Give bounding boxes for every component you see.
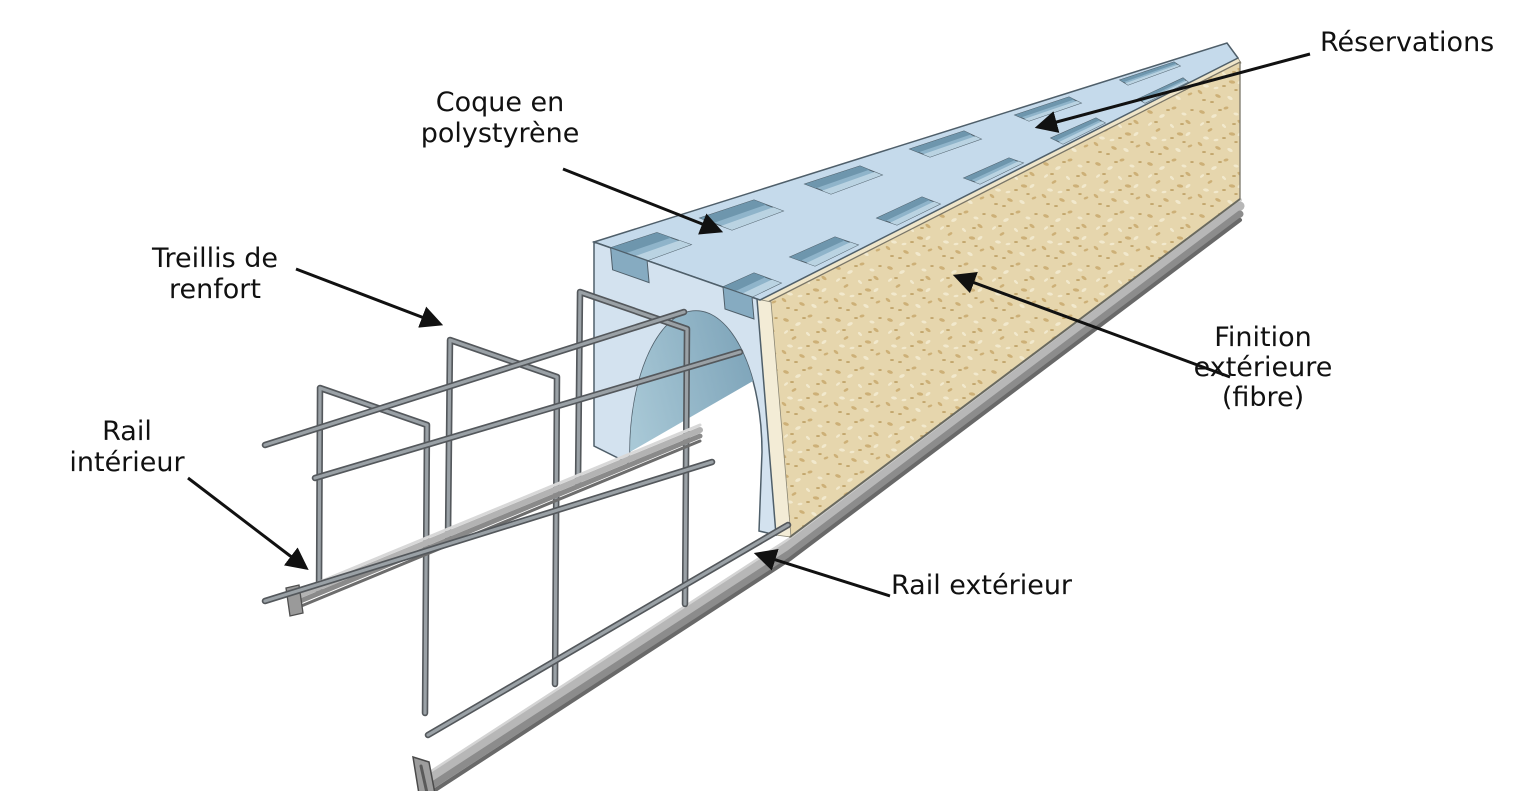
fiber-panel <box>756 57 1242 539</box>
label-treillis-line1: Treillis de <box>151 243 279 274</box>
arch-tunnel-interior <box>630 311 753 452</box>
label-coque-line1: Coque en <box>435 87 565 118</box>
interior-rail <box>285 423 703 617</box>
label-finition-line3: (fibre) <box>1221 382 1305 413</box>
label-rail-exterieur-text: Rail extérieur <box>891 570 1073 601</box>
finition-arrow <box>952 272 1231 379</box>
exterior-rail-end-profile <box>412 755 436 791</box>
label-reservations-text: Réservations <box>1320 27 1495 58</box>
label-finition-line2: extérieure <box>1193 352 1333 383</box>
label-finition-line1: Finition <box>1214 322 1312 353</box>
coque-arrow <box>562 167 724 235</box>
reinforcement-mesh <box>261 288 792 739</box>
label-coque: Coque en polystyrène <box>380 87 620 149</box>
label-rail-interieur-line2: intérieur <box>69 447 185 478</box>
leader-arrows <box>187 52 1311 598</box>
exterior-rail <box>412 198 1245 791</box>
rail-exterieur-arrow <box>753 549 891 598</box>
label-treillis-line2: renfort <box>169 274 261 305</box>
front-notch-right <box>722 286 755 320</box>
label-coque-line2: polystyrène <box>420 118 580 149</box>
front-notch-left <box>610 247 650 284</box>
label-reservations: Réservations <box>1320 27 1494 58</box>
label-treillis: Treillis de renfort <box>105 243 325 305</box>
reservations-arrow <box>1034 52 1311 133</box>
label-rail-exterieur: Rail extérieur <box>891 570 1072 601</box>
mesh-longitudinal-wires <box>261 308 792 739</box>
rail-interieur-arrow <box>187 476 309 571</box>
fiber-bottom-edge <box>789 198 1241 538</box>
label-finition: Finition extérieure (fibre) <box>1153 323 1373 413</box>
treillis-arrow <box>295 267 444 328</box>
label-rail-interieur-line1: Rail <box>102 416 152 447</box>
reservation-slots <box>609 61 1189 298</box>
polystyrene-top-face <box>591 42 1240 301</box>
label-rail-interieur: Rail intérieur <box>37 416 217 478</box>
